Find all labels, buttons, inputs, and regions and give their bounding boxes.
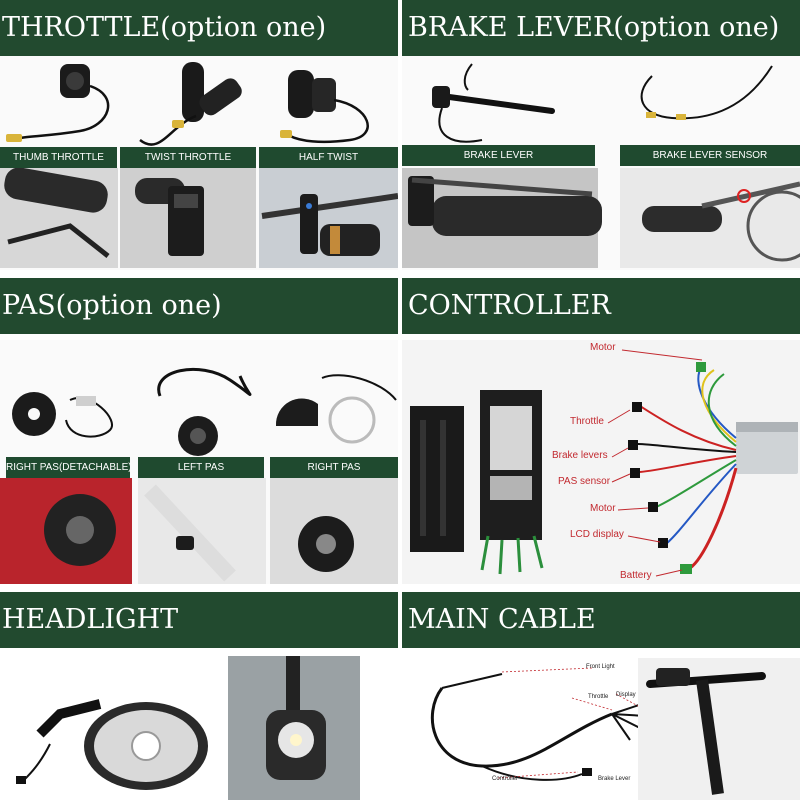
right-pas-image bbox=[275, 374, 397, 444]
brake-title: BRAKE LEVER(option one) bbox=[402, 0, 800, 56]
main-cable-front-light-label: Front Light bbox=[586, 664, 615, 670]
pas-illustration bbox=[0, 367, 398, 584]
main-cable-controller-label: Controller bbox=[492, 776, 519, 782]
throttle-title: THROTTLE(option one) bbox=[0, 0, 398, 56]
controller-wire-lcd-label: LCD display bbox=[570, 529, 624, 540]
pas-detachable-image bbox=[12, 392, 113, 438]
controller-wire-motor2-label: Motor bbox=[590, 503, 616, 514]
controller-wire-brake-label: Brake levers bbox=[552, 450, 608, 461]
controller-wire-pas-label: PAS sensor bbox=[558, 476, 611, 487]
main-cable-title: MAIN CABLE bbox=[402, 592, 800, 648]
twist-throttle-image bbox=[139, 62, 242, 146]
main-cable-brake-lever-label: Brake Lever bbox=[598, 776, 631, 782]
main-cable-photo-panel: Front Light Throttle Display Controller … bbox=[402, 654, 800, 800]
controller-unit bbox=[736, 422, 798, 474]
headlight-photo-panel bbox=[0, 654, 398, 800]
brake-label-sensor: BRAKE LEVER SENSOR bbox=[620, 145, 800, 166]
controller-mount-plate bbox=[410, 406, 464, 552]
headlight-title: HEADLIGHT bbox=[0, 592, 398, 648]
pas-label-right: RIGHT PAS bbox=[270, 457, 398, 478]
controller-wire-throttle-label: Throttle bbox=[570, 416, 604, 427]
headlight-image bbox=[16, 699, 208, 790]
headlight-illustration bbox=[16, 656, 360, 800]
controller-illustration bbox=[410, 349, 798, 577]
controller-photo-panel: Motor Throttle Brake levers PAS sensor M… bbox=[402, 340, 800, 584]
throttle-photo-panel bbox=[0, 56, 398, 270]
throttle-label-twist: TWIST THROTTLE bbox=[120, 147, 256, 168]
brake-label-lever: BRAKE LEVER bbox=[402, 145, 595, 166]
pas-title: PAS(option one) bbox=[0, 278, 398, 334]
controller-wire-battery-label: Battery bbox=[620, 570, 652, 581]
main-cable-harness-image bbox=[430, 667, 647, 781]
controller-wire-motor-label: Motor bbox=[590, 342, 616, 353]
horizontal-divider-2 bbox=[0, 584, 800, 592]
brake-illustration bbox=[402, 63, 800, 268]
main-cable-illustration bbox=[430, 658, 800, 800]
horizontal-divider-1 bbox=[0, 270, 800, 278]
main-cable-display-label: Display bbox=[616, 692, 636, 698]
left-pas-image bbox=[157, 367, 252, 456]
half-twist-image bbox=[280, 70, 369, 144]
controller-title: CONTROLLER bbox=[402, 278, 800, 334]
throttle-label-thumb: THUMB THROTTLE bbox=[0, 147, 117, 168]
vertical-divider bbox=[398, 0, 402, 800]
thumb-throttle-image bbox=[6, 64, 110, 142]
brake-sensor-image bbox=[640, 65, 773, 120]
main-cable-throttle-label: Throttle bbox=[588, 694, 609, 700]
brake-lever-image bbox=[432, 63, 555, 143]
throttle-label-half-twist: HALF TWIST bbox=[259, 147, 398, 168]
pas-label-left: LEFT PAS bbox=[138, 457, 264, 478]
pas-label-detachable: RIGHT PAS(DETACHABLE) bbox=[6, 457, 130, 478]
throttle-illustration bbox=[0, 62, 398, 268]
